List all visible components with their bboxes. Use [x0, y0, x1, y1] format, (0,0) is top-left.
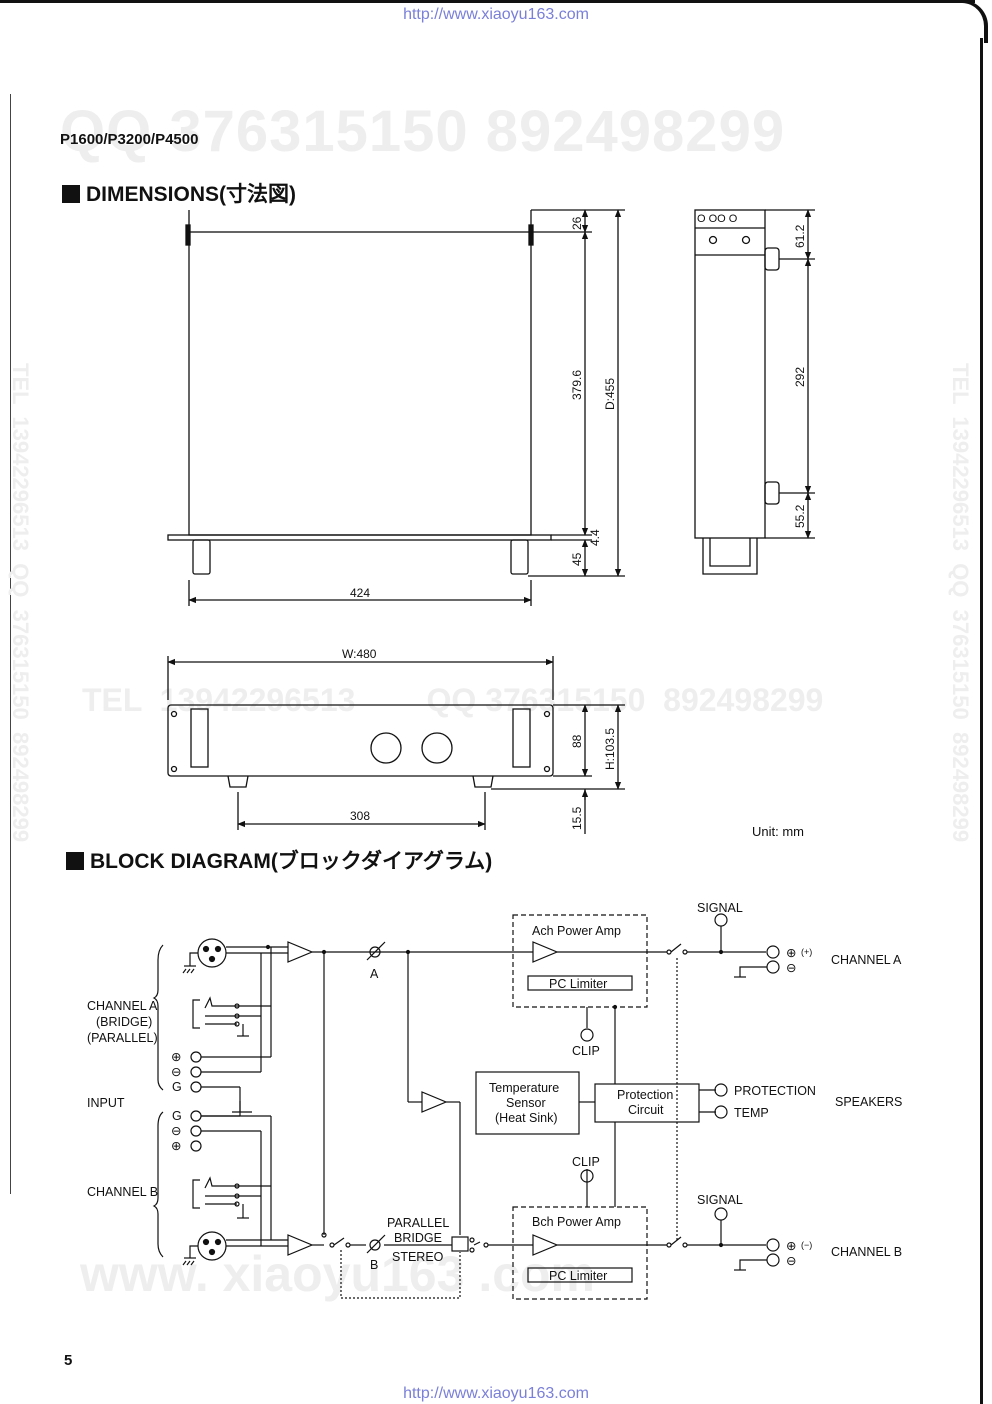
out-b-minus: ⊖ — [786, 1254, 796, 1268]
out-a-sign: (+) — [801, 947, 812, 957]
mode-stereo-label: STEREO — [392, 1250, 444, 1264]
terminal-minus-a: ⊖ — [171, 1065, 181, 1079]
channel-b-out-label: CHANNEL B — [831, 1245, 902, 1259]
bullet-square — [62, 185, 80, 203]
clip-bottom-label: CLIP — [572, 1155, 600, 1169]
out-b-plus: ⊕ — [786, 1239, 796, 1253]
unit-label: Unit: mm — [752, 824, 804, 839]
terminal-minus-b: ⊖ — [171, 1124, 181, 1138]
mode-parallel-label: PARALLEL — [387, 1216, 449, 1230]
temp-sensor-line1: Temperature — [489, 1081, 559, 1095]
dim-26: 26 — [570, 216, 584, 230]
signal-b-label: SIGNAL — [697, 1193, 743, 1207]
mode-bridge-label: BRIDGE — [394, 1231, 442, 1245]
watermark-qq: QQ 376315150 892498299 — [60, 99, 786, 164]
temp-sensor-line2: Sensor — [506, 1096, 546, 1110]
dim-45: 45 — [570, 552, 584, 566]
ach-amp-label: Ach Power Amp — [532, 924, 621, 938]
dim-379: 379.6 — [570, 370, 584, 400]
bullet-square — [66, 852, 84, 870]
dimensions-drawing: 26 379.6 D:455 4.4 45 424 61.2 292 55.2 … — [167, 209, 815, 834]
dim-w480: W:480 — [342, 647, 377, 661]
block-channel-a-label: CHANNEL A — [87, 999, 158, 1013]
right-border — [980, 38, 983, 1404]
dimensions-heading: DIMENSIONS(寸法図) — [62, 178, 296, 208]
page-number: 5 — [64, 1352, 73, 1369]
terminal-g-a: G — [172, 1080, 182, 1094]
block-channel-b-label: CHANNEL B — [87, 1185, 158, 1199]
dim-308: 308 — [350, 809, 370, 823]
top-border — [0, 0, 975, 3]
protection-led-label: PROTECTION — [734, 1084, 816, 1098]
volume-b-label: B — [370, 1258, 378, 1272]
dim-15-5: 15.5 — [570, 806, 584, 830]
dim-h103-5: H:103.5 — [603, 728, 617, 770]
dim-424: 424 — [350, 586, 370, 600]
speakers-label: SPEAKERS — [835, 1095, 902, 1109]
block-parallel-label: (PARALLEL) — [87, 1031, 158, 1045]
volume-a-label: A — [370, 967, 379, 981]
dim-4-4: 4.4 — [588, 529, 602, 546]
block-title: BLOCK DIAGRAM(ブロックダイアグラム) — [90, 850, 493, 873]
out-a-plus: ⊕ — [786, 946, 796, 960]
temp-led-label: TEMP — [734, 1106, 769, 1120]
pc-limiter-b-label: PC Limiter — [549, 1269, 607, 1283]
side-holes: O OO O — [697, 213, 738, 225]
protection-line2: Circuit — [628, 1103, 664, 1117]
dim-292: 292 — [793, 367, 807, 387]
dim-88: 88 — [570, 734, 584, 748]
terminal-g-b: G — [172, 1109, 182, 1123]
dim-d455: D:455 — [603, 378, 617, 410]
pc-limiter-a-label: PC Limiter — [549, 977, 607, 991]
bch-amp-label: Bch Power Amp — [532, 1215, 621, 1229]
temp-sensor-line3: (Heat Sink) — [495, 1111, 558, 1125]
terminal-plus-b: ⊕ — [171, 1139, 181, 1153]
block-diagram: CHANNEL A (BRIDGE) (PARALLEL) INPUT CHAN… — [87, 901, 902, 1300]
out-b-sign: (−) — [801, 1240, 812, 1250]
block-heading: BLOCK DIAGRAM(ブロックダイアグラム) — [66, 845, 492, 875]
clip-top-label: CLIP — [572, 1044, 600, 1058]
dim-55-2: 55.2 — [793, 504, 807, 528]
terminal-plus-a: ⊕ — [171, 1050, 181, 1064]
out-a-minus: ⊖ — [786, 961, 796, 975]
block-input-label: INPUT — [87, 1096, 125, 1110]
watermark-www: www. xiaoyu163 .com — [80, 1246, 596, 1302]
corner-curve — [940, 0, 988, 43]
left-margin-line — [10, 94, 11, 1194]
model-label: P1600/P3200/P4500 — [60, 131, 199, 148]
header-url[interactable]: http://www.xiaoyu163.com — [403, 6, 589, 23]
block-bridge-label: (BRIDGE) — [96, 1015, 152, 1029]
signal-a-label: SIGNAL — [697, 901, 743, 915]
protection-line1: Protection — [617, 1088, 673, 1102]
channel-a-out-label: CHANNEL A — [831, 953, 902, 967]
footer-url[interactable]: http://www.xiaoyu163.com — [403, 1385, 589, 1402]
dim-61-2: 61.2 — [793, 224, 807, 248]
dimensions-title: DIMENSIONS(寸法図) — [86, 183, 296, 206]
